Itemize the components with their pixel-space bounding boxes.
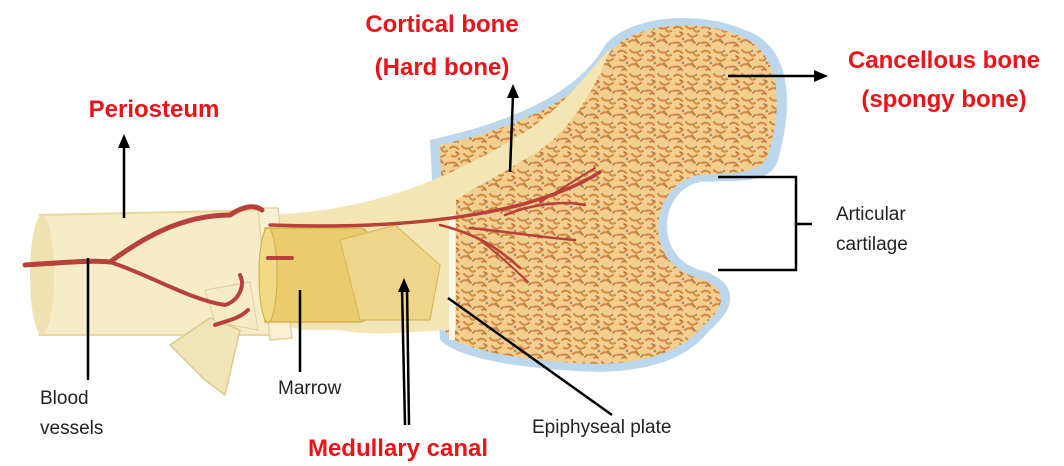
label-hard-bone: (Hard bone) [375, 54, 510, 81]
label-articular: Articular [836, 204, 906, 225]
articular-bracket [718, 177, 796, 270]
periosteum-arrowhead [118, 134, 130, 148]
label-periosteum: Periosteum [89, 96, 220, 123]
label-cortical-bone: Cortical bone [365, 11, 518, 38]
label-epiphyseal-plate: Epiphyseal plate [532, 417, 671, 438]
shaft-end [30, 215, 54, 335]
cortical-arrowhead [507, 84, 519, 98]
label-spongy-bone: (spongy bone) [861, 86, 1026, 113]
cancellous-arrowhead [814, 70, 828, 82]
label-cartilage: cartilage [836, 234, 908, 255]
label-marrow: Marrow [278, 378, 342, 399]
label-medullary-canal: Medullary canal [308, 435, 488, 462]
label-blood: Blood [40, 388, 89, 409]
label-cancellous-bone: Cancellous bone [848, 47, 1040, 74]
label-vessels: vessels [40, 418, 103, 439]
marrow-end [259, 228, 277, 322]
